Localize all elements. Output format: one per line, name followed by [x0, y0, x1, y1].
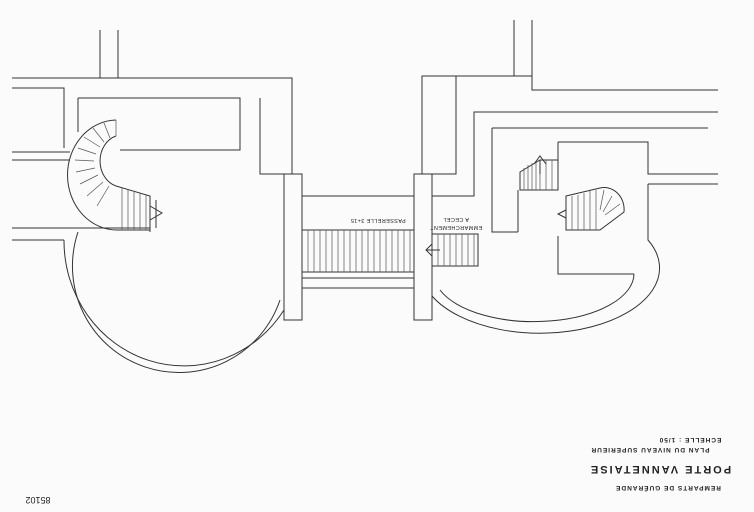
central-bridge [283, 173, 479, 321]
right-tower [414, 20, 718, 334]
title-line-1: REMPARTS DE GUÉRANDE [615, 484, 721, 493]
title-line-2: PORTE VANNETAISE [589, 463, 731, 475]
scale-label: ECHELLE : 1/50 [659, 436, 722, 443]
title-line-3: PLAN DU NIVEAU SUPERIEUR [591, 446, 710, 453]
emmarchement-label: EMMARCHEMENT [430, 224, 483, 230]
left-spiral-stair [67, 119, 163, 232]
inventory-number: 85102 [25, 495, 50, 505]
passerelle-label: PASSERELLE 3+15 [350, 217, 405, 223]
left-tower [12, 30, 293, 373]
cecel-label: A CECEL [443, 216, 469, 222]
title-block: REMPARTS DE GUÉRANDE PORTE VANNETAISE PL… [589, 436, 731, 493]
right-small-stair [519, 155, 625, 231]
